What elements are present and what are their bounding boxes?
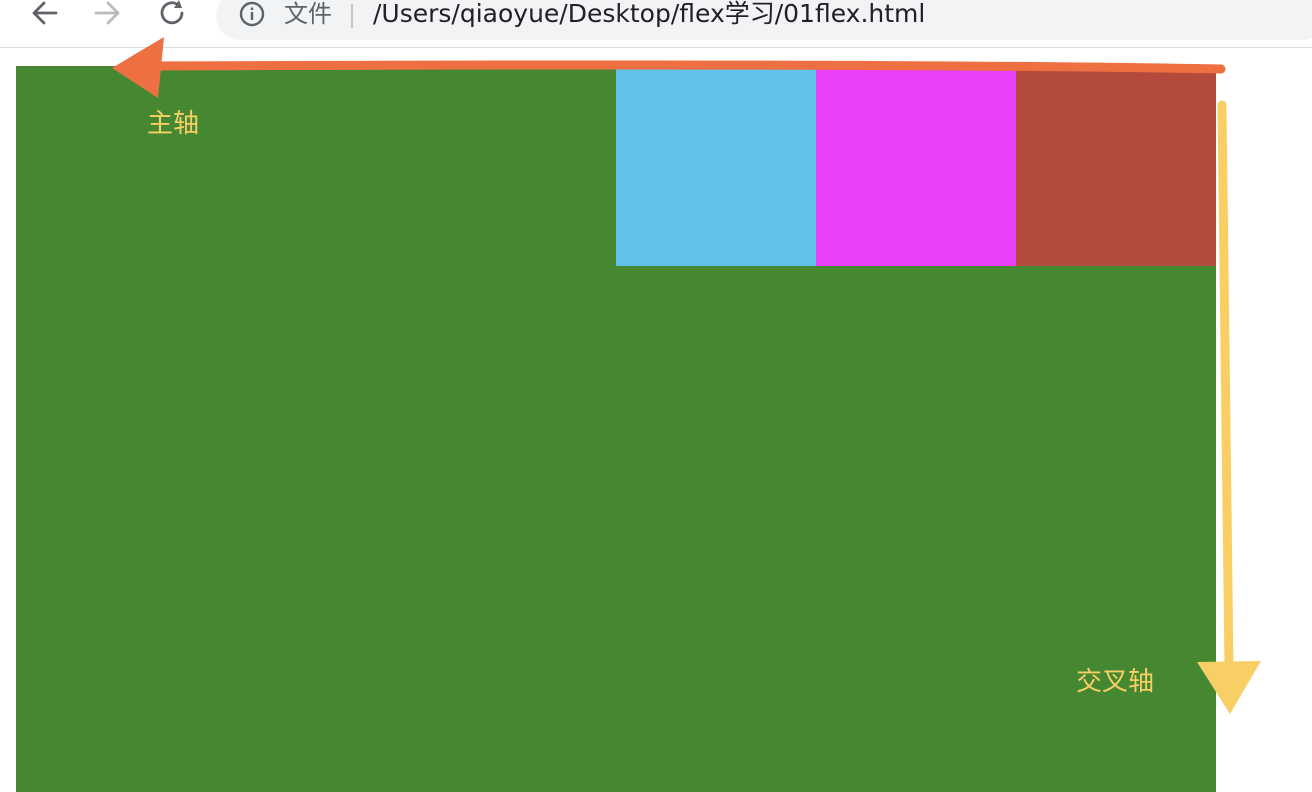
info-icon[interactable] bbox=[239, 1, 265, 27]
arrow-right-icon bbox=[94, 1, 120, 25]
flex-item-1 bbox=[1016, 66, 1216, 266]
address-bar[interactable]: 文件 /Users/qiaoyue/Desktop/flex学习/01flex.… bbox=[216, 0, 1312, 40]
arrow-left-icon bbox=[32, 1, 58, 25]
url-text[interactable]: /Users/qiaoyue/Desktop/flex学习/01flex.htm… bbox=[373, 0, 926, 28]
url-separator bbox=[351, 4, 353, 28]
flex-container bbox=[16, 66, 1216, 792]
reload-button[interactable] bbox=[155, 0, 189, 28]
flex-item-3 bbox=[616, 66, 816, 266]
main-axis-label: 主轴 bbox=[147, 109, 200, 139]
cross-axis-label: 交叉轴 bbox=[1076, 667, 1155, 697]
file-scheme-label: 文件 bbox=[284, 0, 332, 28]
forward-button[interactable] bbox=[90, 0, 124, 28]
browser-toolbar: 文件 /Users/qiaoyue/Desktop/flex学习/01flex.… bbox=[0, 0, 1312, 48]
flex-item-2 bbox=[816, 66, 1016, 266]
page-content bbox=[0, 48, 1312, 792]
reload-icon bbox=[160, 0, 184, 25]
back-button[interactable] bbox=[28, 0, 62, 28]
